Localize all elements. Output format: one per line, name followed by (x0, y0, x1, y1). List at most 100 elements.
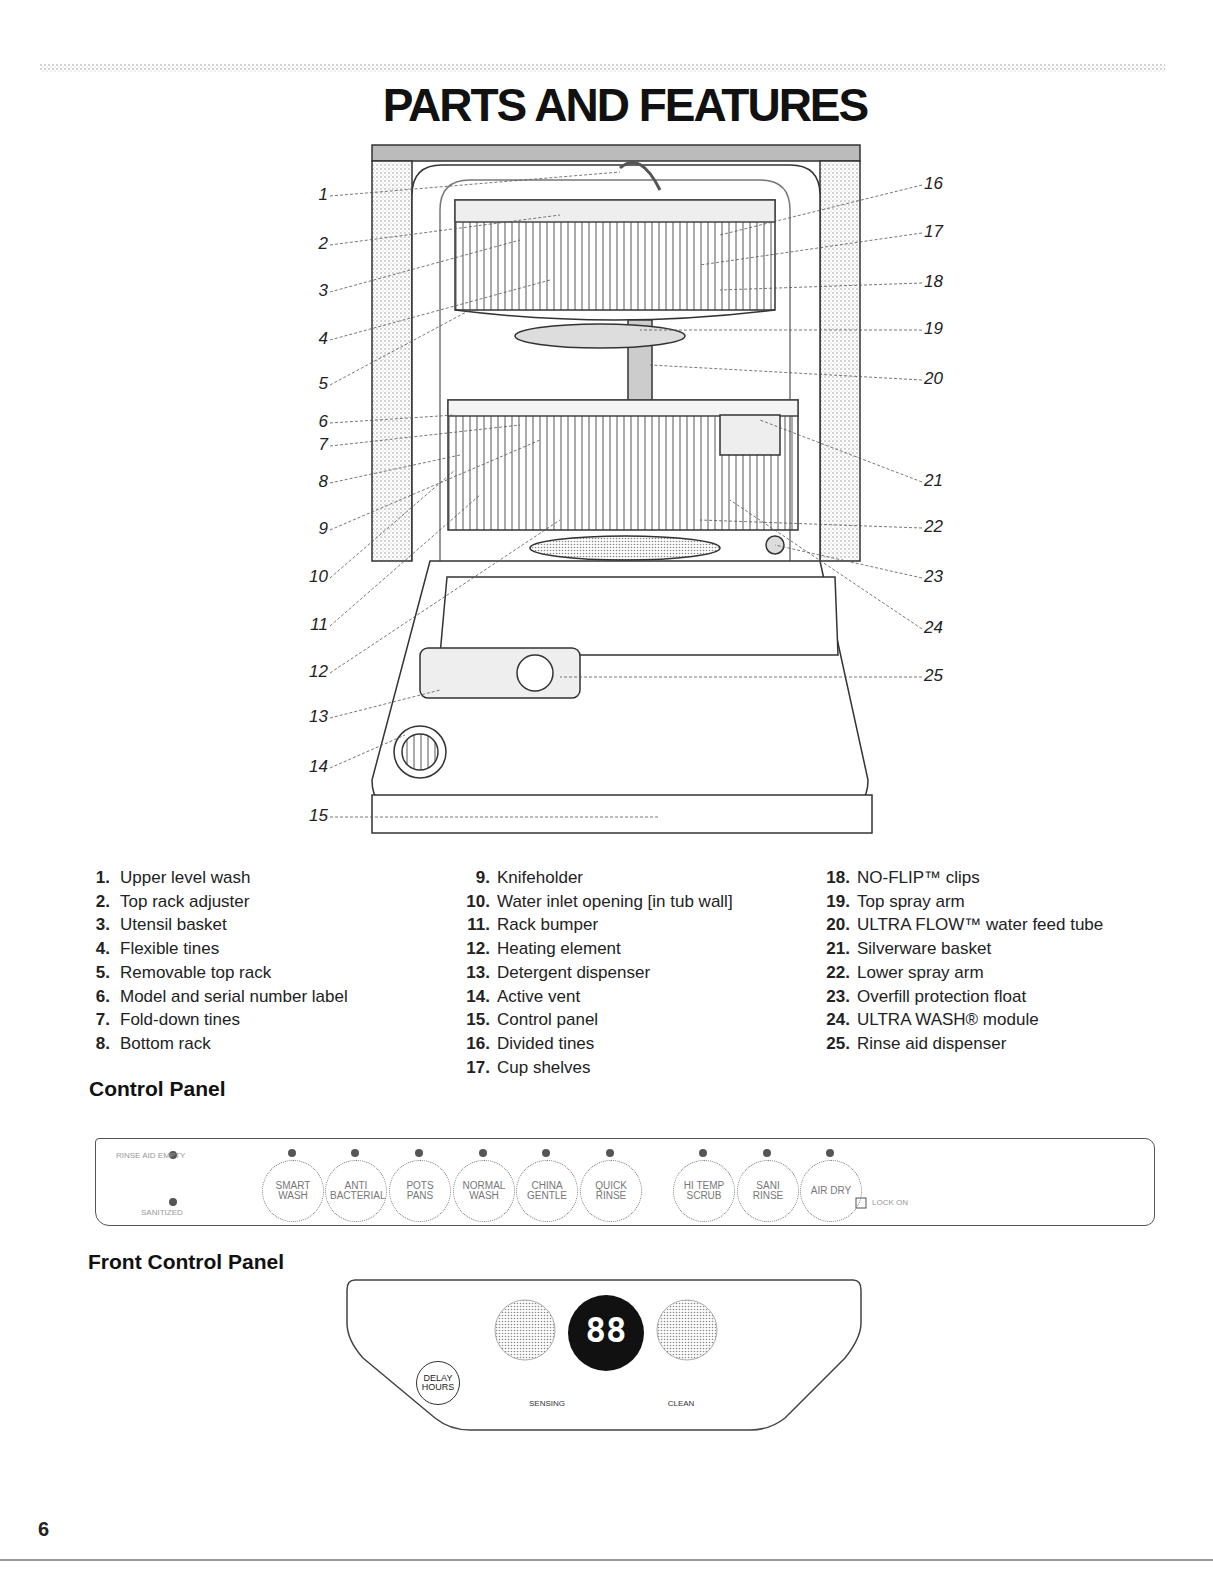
part-name: NO-FLIP™ clips (857, 869, 980, 888)
node-text: 88 (566, 1312, 646, 1349)
node-text: LOCK ON (872, 1199, 908, 1208)
callout-number: 5 (288, 375, 328, 394)
callout-number: 3 (288, 282, 328, 301)
part-name: ULTRA WASH® module (857, 1011, 1039, 1030)
part-name: Active vent (497, 988, 580, 1007)
list-number: 6. (70, 988, 110, 1007)
node-text: ANTI BACTERIAL (330, 1181, 382, 1202)
callout-number: 7 (288, 436, 328, 455)
list-number: 25. (810, 1035, 850, 1054)
button-circle: QUICK RINSE (580, 1160, 642, 1222)
button-circle: CHINA GENTLE (516, 1160, 578, 1222)
list-number: 3. (70, 916, 110, 935)
node-text: CHINA GENTLE (521, 1181, 573, 1202)
part-name: Fold-down tines (120, 1011, 240, 1030)
node-text: HI TEMP SCRUB (678, 1181, 730, 1202)
list-number: 20. (810, 916, 850, 935)
list-number: 7. (70, 1011, 110, 1030)
callout-number: 13 (288, 708, 328, 727)
page-number: 6 (38, 1518, 49, 1540)
list-number: 8. (70, 1035, 110, 1054)
list-number: 23. (810, 988, 850, 1007)
part-name: Lower spray arm (857, 964, 984, 983)
list-number: 9. (450, 869, 490, 888)
part-name: Top rack adjuster (120, 893, 249, 912)
button-circle: AIR DRY (800, 1160, 862, 1222)
part-name: Overfill protection float (857, 988, 1026, 1007)
callout-number: 15 (288, 807, 328, 826)
list-number: 19. (810, 893, 850, 912)
callout-number: 22 (924, 518, 943, 537)
leader-lines (330, 172, 922, 817)
page-title: PARTS AND FEATURES (380, 80, 870, 131)
part-name: Utensil basket (120, 916, 227, 935)
part-name: Water inlet opening [in tub wall] (497, 893, 733, 912)
node-text: SANITIZED (141, 1209, 183, 1218)
callout-number: 2 (288, 235, 328, 254)
node-text: SENSING (510, 1400, 584, 1409)
callout-number: 12 (288, 663, 328, 682)
callout-number: 21 (924, 472, 943, 491)
list-number: 13. (450, 964, 490, 983)
list-number: 2. (70, 893, 110, 912)
part-name: Silverware basket (857, 940, 991, 959)
front-panel-shape (345, 1278, 863, 1433)
part-name: Heating element (497, 940, 621, 959)
button-circle: HI TEMP SCRUB (673, 1160, 735, 1222)
part-name: Cup shelves (497, 1059, 591, 1078)
control-panel: Front Control Panel88SENSINGCLEANDELAY H… (345, 1278, 863, 1433)
node-text: AIR DRY (805, 1186, 857, 1197)
dishwasher-drawing (372, 145, 872, 833)
part-name: Control panel (497, 1011, 598, 1030)
button-circle: POTS PANS (389, 1160, 451, 1222)
callout-number: 20 (924, 370, 943, 389)
part-name: Rinse aid dispenser (857, 1035, 1006, 1054)
list-number: 17. (450, 1059, 490, 1078)
callout-number: 14 (288, 758, 328, 777)
list-number: 1. (70, 869, 110, 888)
node-text: DELAY HOURS (421, 1374, 455, 1393)
part-name: Divided tines (497, 1035, 594, 1054)
list-number: 11. (450, 916, 490, 935)
part-name: Bottom rack (120, 1035, 211, 1054)
list-number: 5. (70, 964, 110, 983)
callout-number: 9 (288, 520, 328, 539)
button-circle: SANI RINSE (737, 1160, 799, 1222)
callout-number: 6 (288, 413, 328, 432)
node-text: CLEAN (644, 1400, 718, 1409)
callout-number: 24 (924, 619, 943, 638)
part-name: ULTRA FLOW™ water feed tube (857, 916, 1103, 935)
list-number: 24. (810, 1011, 850, 1030)
part-name: Knifeholder (497, 869, 583, 888)
button-circle: DELAY HOURS (416, 1361, 460, 1405)
callout-number: 8 (288, 473, 328, 492)
button-circle: NORMAL WASH (453, 1160, 515, 1222)
node-text: Front Control Panel (88, 1250, 284, 1273)
footer-rule (0, 1560, 1213, 1561)
list-number: 12. (450, 940, 490, 959)
callout-number: 1 (288, 186, 328, 205)
list-number: 22. (810, 964, 850, 983)
part-name: Top spray arm (857, 893, 965, 912)
callout-number: 19 (924, 320, 943, 339)
node-text: SANI RINSE (742, 1181, 794, 1202)
part-name: Detergent dispenser (497, 964, 650, 983)
node-text: SMART WASH (267, 1181, 319, 1202)
list-number: 10. (450, 893, 490, 912)
button-circle: SMART WASH (262, 1160, 324, 1222)
callout-number: 16 (924, 175, 943, 194)
callout-number: 18 (924, 273, 943, 292)
list-number: 18. (810, 869, 850, 888)
part-name: Flexible tines (120, 940, 219, 959)
callout-number: 17 (924, 223, 943, 242)
callout-number: 11 (288, 616, 328, 635)
node-text: NORMAL WASH (458, 1181, 510, 1202)
callout-number: 25 (924, 667, 943, 686)
node-text: Control Panel (89, 1077, 226, 1100)
callout-number: 23 (924, 568, 943, 587)
button-circle: ANTI BACTERIAL (325, 1160, 387, 1222)
control-panel: Control PanelRINSE AID EMPTYSANITIZEDLOC… (95, 1138, 1155, 1226)
part-name: Upper level wash (120, 869, 250, 888)
callout-number: 4 (288, 330, 328, 349)
